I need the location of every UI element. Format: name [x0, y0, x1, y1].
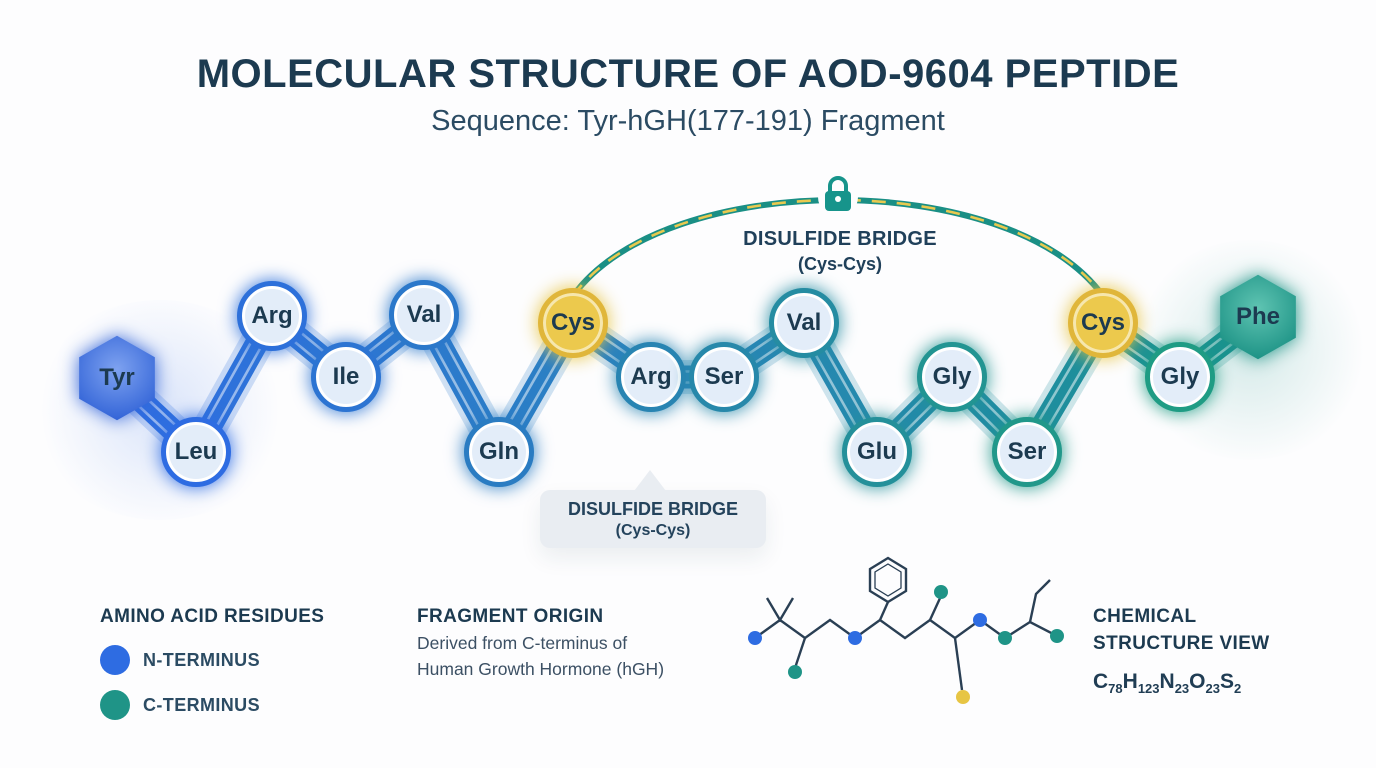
c-terminus-dot — [100, 690, 130, 720]
fragment-origin-title: FRAGMENT ORIGIN — [417, 606, 604, 627]
oxygen-atom-dot — [788, 665, 802, 679]
chemical-view-title-line1: CHEMICAL — [1093, 606, 1197, 627]
c-terminus-label: C-TERMINUS — [143, 694, 260, 715]
oxygen-atom-dot — [934, 585, 948, 599]
sulfur-atom-dot — [956, 690, 970, 704]
callout-title: DISULFIDE BRIDGE — [567, 499, 738, 519]
legend-title: AMINO ACID RESIDUES — [100, 606, 325, 627]
nitrogen-atom-dot — [973, 613, 987, 627]
n-terminus-dot — [100, 645, 130, 675]
chemical-structure-view: CHEMICAL STRUCTURE VIEW C78H123N23O23S2 — [1093, 603, 1270, 696]
oxygen-atom-dot — [998, 631, 1012, 645]
page-title: MOLECULAR STRUCTURE OF AOD-9604 PEPTIDE — [196, 52, 1180, 96]
legend: AMINO ACID RESIDUES N-TERMINUS C-TERMINU… — [100, 603, 324, 720]
lock-icon — [825, 176, 851, 211]
oxygen-atom-dot — [1050, 629, 1064, 643]
nitrogen-atom-dot — [848, 631, 862, 645]
legend-item-c-terminus: C-TERMINUS — [100, 690, 324, 720]
chemical-formula: C78H123N23O23S2 — [1093, 670, 1242, 697]
callout-pointer — [634, 470, 666, 491]
disulfide-bridge-label: DISULFIDE BRIDGE (Cys-Cys) — [690, 228, 990, 275]
chemical-view-title-line2: STRUCTURE VIEW — [1093, 633, 1270, 654]
nitrogen-atom-dot — [748, 631, 762, 645]
fragment-origin: FRAGMENT ORIGIN Derived from C-terminus … — [417, 603, 664, 682]
fragment-origin-line2: Human Growth Hormone (hGH) — [417, 659, 665, 679]
peptide-chain-links — [100, 298, 1275, 469]
legend-item-n-terminus: N-TERMINUS — [100, 645, 324, 675]
callout-subtitle: (Cys-Cys) — [615, 522, 691, 539]
chemical-structure-drawing — [748, 556, 1064, 704]
disulfide-bridge-title: DISULFIDE BRIDGE — [743, 228, 937, 250]
fragment-origin-line1: Derived from C-terminus of — [417, 633, 628, 653]
disulfide-callout: DISULFIDE BRIDGE (Cys-Cys) — [540, 470, 766, 548]
page-subtitle: Sequence: Tyr-hGH(177-191) Fragment — [431, 105, 945, 137]
n-terminus-label: N-TERMINUS — [143, 649, 260, 670]
disulfide-bridge-subtitle: (Cys-Cys) — [797, 254, 883, 274]
